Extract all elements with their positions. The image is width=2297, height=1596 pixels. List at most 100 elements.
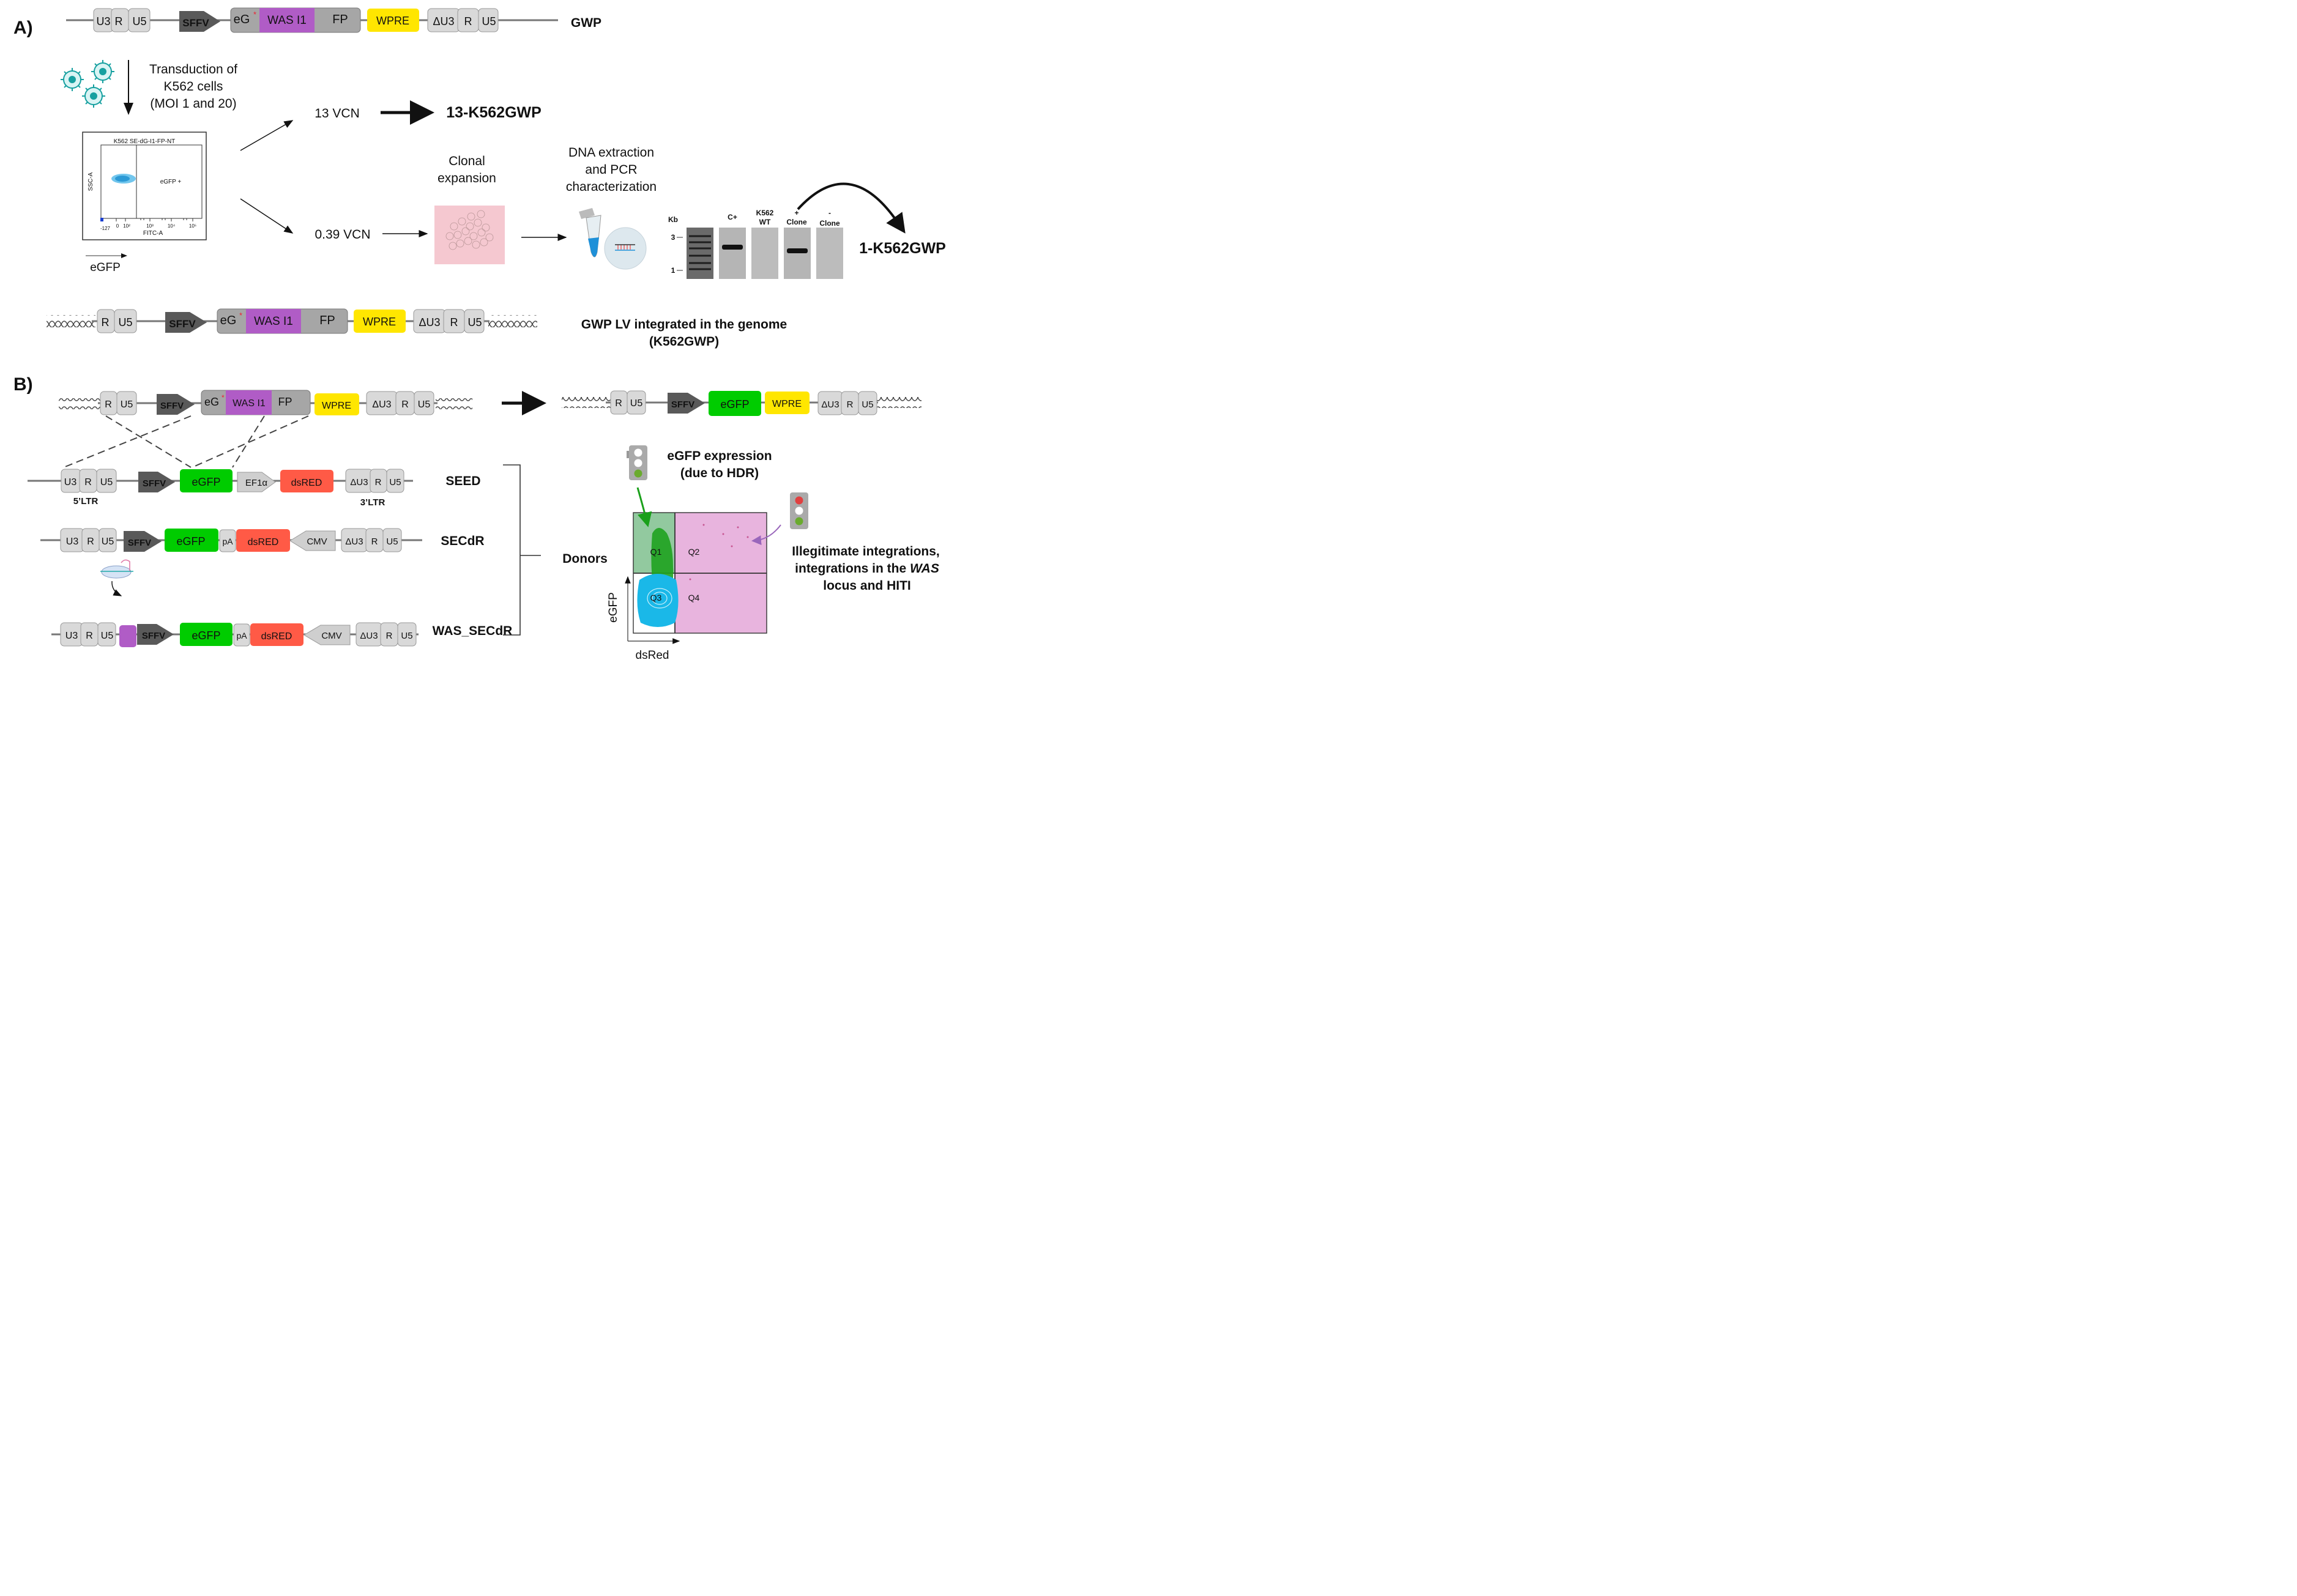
axis-egfp-label: eGFP: [90, 261, 121, 274]
gel-label-plus: +: [794, 209, 799, 217]
hdr-line1: eGFP expression: [667, 449, 772, 463]
dna-line3: characterization: [566, 180, 657, 194]
transduction-line3: (MOI 1 and 20): [150, 97, 236, 111]
gwp-r: R: [115, 15, 123, 28]
seed-sffv: SFFV: [143, 478, 166, 489]
seed-u5: U5: [100, 477, 113, 488]
dna-line2: and PCR: [585, 163, 637, 177]
gwp-wpre: WPRE: [376, 15, 409, 27]
facs-tick-104: 10⁴: [168, 223, 176, 229]
integrated-r: R: [102, 316, 110, 328]
curved-arrow: [797, 182, 906, 234]
secdr-egfp: eGFP: [176, 535, 205, 547]
product-sffv: SFFV: [671, 399, 694, 410]
vcn-high-result: 13-K562GWP: [446, 104, 542, 121]
gel-label-pos-clone: Clone: [786, 218, 807, 226]
quad-ylabel: eGFP: [607, 592, 620, 623]
gel-kb: Kb: [668, 215, 678, 224]
gwp-u5: U5: [132, 15, 146, 28]
gwp-name: GWP: [571, 16, 601, 30]
panel-label-a: A): [13, 18, 33, 38]
hdr-line2: (due to HDR): [680, 466, 759, 480]
secdr-name: SECdR: [441, 534, 484, 548]
target-eg: eG: [204, 396, 219, 408]
facs-gate-label: eGFP +: [160, 179, 182, 185]
facs-tick-105: 10⁵: [189, 223, 196, 229]
was-secdr-pa: pA: [236, 631, 247, 640]
product-u52: U5: [862, 399, 873, 410]
gel-label-wt: WT: [759, 218, 771, 226]
panel-label-b: B): [13, 374, 33, 395]
quadrant-plot: Q1 Q2 Q3 Q4: [633, 512, 767, 634]
transduction-line1: Transduction of: [149, 62, 237, 76]
seed-ltr5: 5’LTR: [73, 496, 99, 507]
integrated-u5: U5: [118, 316, 132, 328]
homology-dashed-lines: [63, 415, 309, 468]
facs-tick-103: 10³: [146, 223, 154, 229]
secdr-du3: ΔU3: [345, 536, 363, 547]
facs-tick-102: 10²: [123, 223, 130, 229]
product-r2: R: [847, 399, 854, 410]
integrated-wpre: WPRE: [363, 316, 396, 328]
integrated-sffv: SFFV: [169, 318, 196, 330]
pcr-tube-icon: [579, 208, 647, 270]
was-secdr-cmv: CMV: [321, 631, 341, 641]
illeg-line2a: integrations in the: [795, 562, 910, 576]
target-mutation-star: *: [222, 393, 225, 402]
facs-tick-m127: -127: [100, 226, 111, 231]
was-target-site: [119, 625, 136, 647]
was-secdr-dsred: dsRED: [261, 631, 292, 642]
dna-line1: DNA extraction: [568, 146, 654, 160]
cas9-sgrna-icon: [100, 559, 133, 579]
secdr-pa: pA: [222, 536, 233, 546]
seed-egfp: eGFP: [192, 476, 220, 488]
secdr-u5: U5: [102, 536, 114, 547]
seed-r: R: [84, 477, 92, 488]
gel-label-neg-clone: Clone: [819, 219, 840, 228]
seed-ltr3: 3’LTR: [360, 497, 385, 508]
illeg-line1: Illegitimate integrations,: [792, 544, 940, 559]
product-egfp: eGFP: [720, 398, 749, 410]
gwp-eg: eG: [234, 13, 250, 26]
quad-q2-label: Q2: [688, 547, 700, 557]
secdr-construct: U3 R U5 SFFV eGFP pA dsRED CMV ΔU3 R U5: [40, 528, 422, 552]
quad-xlabel: dsRed: [636, 649, 669, 662]
illeg-line3: locus and HITI: [823, 579, 911, 593]
facs-ylabel: SSC-A: [87, 172, 94, 191]
gel-label-minus: -: [828, 209, 831, 217]
was-secdr-u52: U5: [401, 631, 412, 641]
clonal-line2: expansion: [437, 171, 496, 185]
gwp-sffv: SFFV: [182, 17, 209, 29]
facs-title: K562 SE-dG-I1-FP-NT: [114, 138, 176, 145]
illeg-line2: integrations in the WAS: [795, 562, 939, 576]
gwp-was: WAS I1: [267, 14, 307, 27]
target-wpre: WPRE: [322, 401, 351, 411]
facs-plot: K562 SE-dG-I1-FP-NT eGFP + SSC-A FITC-A …: [82, 132, 207, 240]
integrated-r2: R: [450, 316, 458, 328]
facs-xlabel: FITC-A: [143, 230, 163, 237]
green-arrow: [636, 487, 652, 527]
secdr-cmv: CMV: [307, 536, 327, 547]
target-r: R: [105, 399, 112, 410]
double-negative-population: [637, 574, 679, 627]
vcn-high: 13 VCN: [315, 106, 360, 121]
secdr-sffv: SFFV: [128, 538, 151, 548]
secdr-r2: R: [371, 536, 378, 547]
target-construct: R U5 SFFV eG * WAS I1 FP WPRE ΔU3 R U5: [59, 390, 472, 415]
lentivirus-icon: [61, 60, 114, 108]
seed-construct: U3 R U5 SFFV eGFP EF1α dsRED ΔU3 R U5 5’…: [28, 469, 413, 508]
gel-label-k562: K562: [756, 209, 774, 217]
quad-q4-label: Q4: [688, 593, 700, 603]
integrated-name: GWP LV integrated in the genome: [581, 317, 787, 332]
facs-tick-0: 0: [116, 223, 119, 229]
secdr-r: R: [87, 536, 94, 547]
clonal-line1: Clonal: [449, 154, 485, 168]
product-construct: R U5 SFFV eGFP WPRE ΔU3 R U5: [562, 390, 921, 416]
gwp-u3: U3: [96, 15, 110, 28]
was-secdr-du3: ΔU3: [360, 631, 378, 641]
target-du3: ΔU3: [372, 399, 391, 410]
was-secdr-r2: R: [386, 631, 393, 641]
seed-u3: U3: [64, 477, 77, 488]
gwp-fp: FP: [332, 13, 348, 26]
branch-arrow-high: [240, 120, 294, 151]
